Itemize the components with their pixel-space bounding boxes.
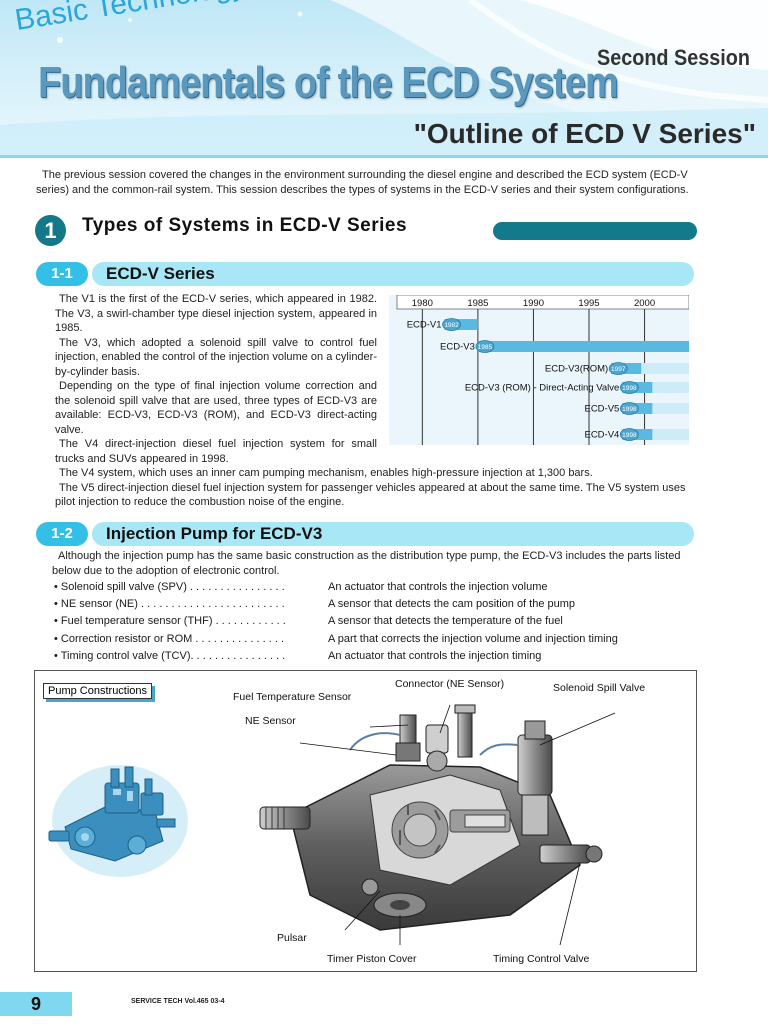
pump-thumbnail-illustration xyxy=(48,765,188,877)
year-badge xyxy=(475,340,495,353)
year-badge xyxy=(619,402,639,415)
session-label: Second Session xyxy=(597,45,750,70)
pump-construction-figure: Pump Constructions xyxy=(34,670,697,972)
subsection-title: Injection Pump for ECD-V3 xyxy=(106,524,323,543)
list-item: • Solenoid spill valve (SPV) . . . . . .… xyxy=(54,580,704,597)
part-description: A sensor that detects the cam position o… xyxy=(328,598,576,611)
series-label: ECD-V3 (ROM) - Direct-Acting Valve xyxy=(465,383,620,394)
paragraph: The V5 direct-injection diesel fuel inje… xyxy=(55,481,686,509)
section-title: Types of Systems in ECD-V Series xyxy=(82,215,408,236)
year-tick-label: 1990 xyxy=(523,298,544,309)
year-badge xyxy=(608,362,628,375)
banner-wave-graphic xyxy=(0,0,768,158)
part-name: • Timing control valve (TCV). . . . . . … xyxy=(54,649,286,662)
callout-timing-control-valve: Timing Control Valve xyxy=(493,953,590,965)
timeline-bar xyxy=(622,429,689,440)
list-item: • Timing control valve (TCV). . . . . . … xyxy=(54,649,704,666)
paragraph: Depending on the type of final injection… xyxy=(55,380,377,436)
series-label: ECD-V3 xyxy=(440,342,475,353)
subsection-bar xyxy=(92,522,694,546)
paragraph: The V4 system, which uses an inner cam p… xyxy=(59,467,593,479)
list-item: • Fuel temperature sensor (THF) . . . . … xyxy=(54,614,704,631)
callout-ne-sensor: NE Sensor xyxy=(245,715,296,727)
part-name: • Correction resistor or ROM . . . . . .… xyxy=(54,632,285,645)
page-title: Fundamentals of the ECD System xyxy=(38,58,619,107)
paragraph: The V4 direct-injection diesel fuel inje… xyxy=(55,438,377,465)
year-tick-label: 1980 xyxy=(412,298,433,309)
publication-reference: SERVICE TECH Vol.465 03-4 xyxy=(131,998,225,1005)
chart-year-header xyxy=(396,295,689,310)
year-badge-label: 1998 xyxy=(622,432,637,439)
header-banner: Basic Technology Series Fundamentals of … xyxy=(0,0,768,158)
part-description: A part that corrects the injection volum… xyxy=(328,632,618,645)
timeline-bar xyxy=(477,341,689,352)
year-tick-label: 1995 xyxy=(578,298,599,309)
paragraph: The V3, which adopted a solenoid spill v… xyxy=(55,336,377,378)
section-title-bar xyxy=(493,222,697,240)
page-subtitle: "Outline of ECD V Series" xyxy=(413,118,756,149)
injection-pump-intro: Although the injection pump has the same… xyxy=(52,550,681,577)
timeline-bar xyxy=(444,319,478,330)
year-tick-label: 2000 xyxy=(634,298,655,309)
part-description: An actuator that controls the injection … xyxy=(328,649,542,662)
subsection-bar xyxy=(92,262,694,286)
year-badge-label: 1998 xyxy=(622,385,637,392)
part-description: A sensor that detects the temperature of… xyxy=(328,615,563,628)
part-description: An actuator that controls the injection … xyxy=(328,581,548,593)
year-badge xyxy=(619,428,639,441)
list-item: • Correction resistor or ROM . . . . . .… xyxy=(54,632,704,649)
year-badge-label: 1982 xyxy=(444,322,459,329)
year-badge-label: 1997 xyxy=(611,366,626,373)
series-label: ECD-V5 xyxy=(584,404,619,415)
callout-pulsar: Pulsar xyxy=(277,932,307,944)
subsection-header-1-2: 1-2 Injection Pump for ECD-V3 xyxy=(36,522,696,546)
series-label: ECD-V4 xyxy=(584,430,619,441)
year-badge-label: 1985 xyxy=(478,344,493,351)
parts-list: • Solenoid spill valve (SPV) . . . . . .… xyxy=(54,580,704,666)
subsection-title: ECD-V Series xyxy=(106,264,215,283)
callout-fuel-temperature-sensor: Fuel Temperature Sensor xyxy=(233,691,352,703)
part-name: • NE sensor (NE) . . . . . . . . . . . .… xyxy=(54,598,285,611)
timeline-bar xyxy=(622,382,689,393)
year-tick-label: 1985 xyxy=(467,298,488,309)
ecd-v-series-text-continued: The V4 system, which uses an inner cam p… xyxy=(55,466,697,510)
year-badge xyxy=(619,381,639,394)
timeline-bar xyxy=(622,403,689,414)
pump-cutaway-illustration xyxy=(259,704,616,945)
series-label: ECD-V3(ROM) xyxy=(545,364,608,375)
subsection-number: 1-1 xyxy=(36,262,88,286)
list-item: • NE sensor (NE) . . . . . . . . . . . .… xyxy=(54,597,704,614)
callout-connector-ne-sensor: Connector (NE Sensor) xyxy=(395,678,505,690)
timeline-bar xyxy=(611,363,689,374)
year-badge-label: 1998 xyxy=(622,406,637,413)
figure-tag: Pump Constructions xyxy=(43,683,153,699)
subsection-number: 1-2 xyxy=(36,522,88,546)
page-number: 9 xyxy=(0,992,72,1016)
intro-paragraph: The previous session covered the changes… xyxy=(36,169,689,196)
ecd-v-series-text: The V1 is the first of the ECD-V series,… xyxy=(55,292,377,466)
series-label: ECD-V1 xyxy=(407,320,442,331)
callout-timer-piston-cover: Timer Piston Cover xyxy=(327,953,417,965)
callout-solenoid-spill-valve: Solenoid Spill Valve xyxy=(553,682,646,694)
section-number-badge: 1 xyxy=(35,215,66,246)
subsection-header-1-1: 1-1 ECD-V Series xyxy=(36,262,696,286)
paragraph: The V1 is the first of the ECD-V series,… xyxy=(55,293,377,334)
part-name: • Fuel temperature sensor (THF) . . . . … xyxy=(54,615,286,628)
part-name: • Solenoid spill valve (SPV) . . . . . .… xyxy=(54,581,285,593)
year-badge xyxy=(442,318,461,331)
